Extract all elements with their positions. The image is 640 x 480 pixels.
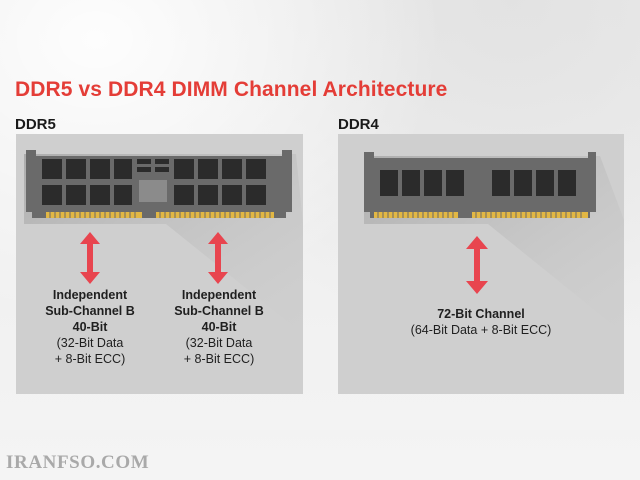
ddr4-chips (380, 170, 576, 196)
ddr5-pmic (137, 159, 169, 202)
watermark: IRANFSO.COM (6, 452, 150, 473)
ddr5-subchannel-caption-left: Independent Sub-Channel B 40-Bit (32-Bit… (45, 288, 135, 366)
ddr4-contacts (374, 212, 588, 218)
ddr4-channel-caption: 72-Bit Channel (64-Bit Data + 8-Bit ECC) (410, 307, 552, 337)
ddr5-subchannel-caption-right: Independent Sub-Channel B 40-Bit (32-Bit… (174, 288, 264, 366)
ddr4-module (364, 152, 596, 218)
ddr5-module (26, 150, 292, 218)
ddr4-channel-arrow-icon (466, 236, 488, 294)
ddr4-panel: 72-Bit Channel (64-Bit Data + 8-Bit ECC) (338, 134, 624, 394)
ddr5-contacts (46, 212, 274, 218)
ddr5-panel: Independent Sub-Channel B 40-Bit (32-Bit… (16, 134, 303, 394)
ddr5-subchannel-b-arrow-icon (208, 232, 228, 284)
ddr4-label: DDR4 (338, 116, 379, 133)
ddr5-chips-right (174, 159, 266, 205)
ddr5-dimm-diagram (24, 150, 303, 334)
ddr5-subchannel-a-arrow-icon (80, 232, 100, 284)
page-title: DDR5 vs DDR4 DIMM Channel Architecture (15, 78, 448, 101)
ddr4-dimm-diagram (364, 152, 624, 334)
ddr5-chips-left (42, 159, 132, 205)
ddr5-label: DDR5 (15, 116, 56, 133)
